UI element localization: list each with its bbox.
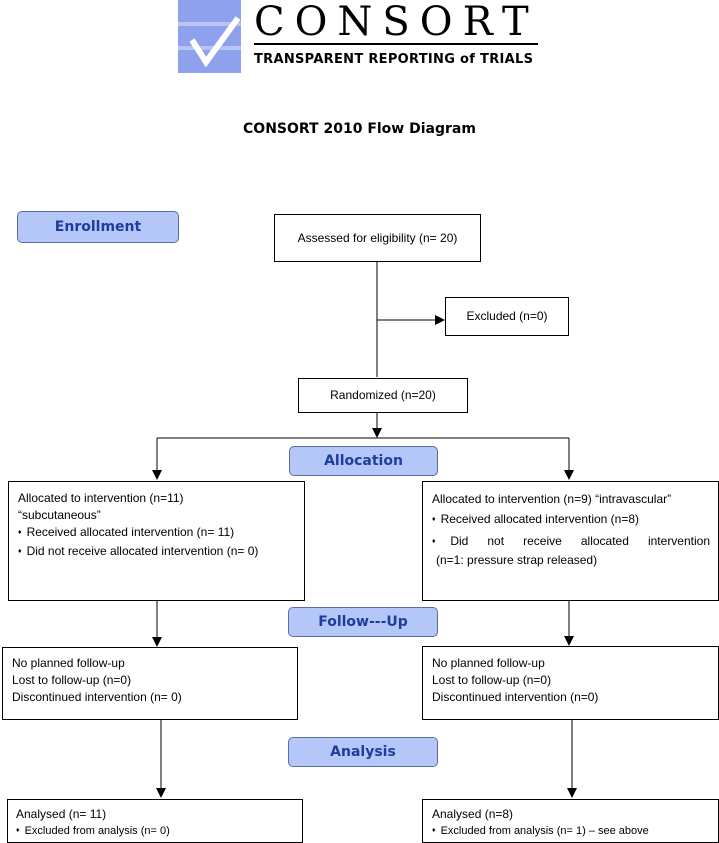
left-analysis-line1: Analysed (n= 11) <box>16 807 107 821</box>
left-analysis-box: Analysed (n= 11) Excluded from analysis … <box>7 799 303 843</box>
right-allocation-box: Allocated to intervention (n=9) “intrava… <box>422 481 719 601</box>
right-analysis-excluded: Excluded from analysis (n= 1) – see abov… <box>432 823 718 841</box>
right-allocation-line1: Allocated to intervention (n=9) “intrava… <box>432 492 672 506</box>
left-followup-line2: Lost to follow-up (n=0) <box>12 673 132 687</box>
assessed-box: Assessed for eligibility (n= 20) <box>274 214 481 262</box>
randomized-text: Randomized (n=20) <box>330 388 436 402</box>
assessed-text: Assessed for eligibility (n= 20) <box>297 230 458 245</box>
right-analysis-line1: Analysed (n=8) <box>432 807 514 821</box>
right-followup-line3: Discontinued intervention (n=0) <box>432 690 599 704</box>
stage-analysis: Analysis <box>288 737 438 767</box>
randomized-box: Randomized (n=20) <box>298 378 468 413</box>
left-allocation-line2: “subcutaneous” <box>18 508 101 522</box>
left-followup-line1: No planned follow-up <box>12 656 125 670</box>
left-not-received: Did not receive allocated intervention (… <box>18 543 304 562</box>
right-analysis-box: Analysed (n=8) Excluded from analysis (n… <box>422 799 719 843</box>
stage-enrollment: Enrollment <box>17 211 179 243</box>
diagram-title: CONSORT 2010 Flow Diagram <box>243 121 476 137</box>
left-followup-line3: Discontinued intervention (n= 0) <box>12 690 182 704</box>
consort-tagline: TRANSPARENT REPORTING of TRIALS <box>254 52 534 67</box>
left-followup-box: No planned follow-up Lost to follow-up (… <box>2 647 298 720</box>
left-allocation-line1: Allocated to intervention (n=11) <box>18 491 184 505</box>
right-followup-line2: Lost to follow-up (n=0) <box>432 673 552 687</box>
right-not-received: Did not receive allocated intervention <box>432 533 710 552</box>
right-received: Received allocated intervention (n=8) <box>432 511 710 530</box>
left-allocation-box: Allocated to intervention (n=11) “subcut… <box>8 481 305 601</box>
stage-allocation: Allocation <box>289 446 438 476</box>
right-followup-box: No planned follow-up Lost to follow-up (… <box>422 646 719 720</box>
left-received: Received allocated intervention (n= 11) <box>18 524 304 543</box>
excluded-text: Excluded (n=0) <box>466 309 548 323</box>
stage-followup: Follow---Up <box>288 607 438 637</box>
excluded-box: Excluded (n=0) <box>445 297 569 336</box>
logo-divider <box>254 43 538 45</box>
right-not-received-detail: (n=1: pressure strap released) <box>436 553 598 567</box>
consort-wordmark: CONSORT <box>254 0 539 45</box>
consort-logo-mark <box>178 0 241 73</box>
right-followup-line1: No planned follow-up <box>432 656 545 670</box>
left-analysis-excluded: Excluded from analysis (n= 0) <box>16 823 302 841</box>
